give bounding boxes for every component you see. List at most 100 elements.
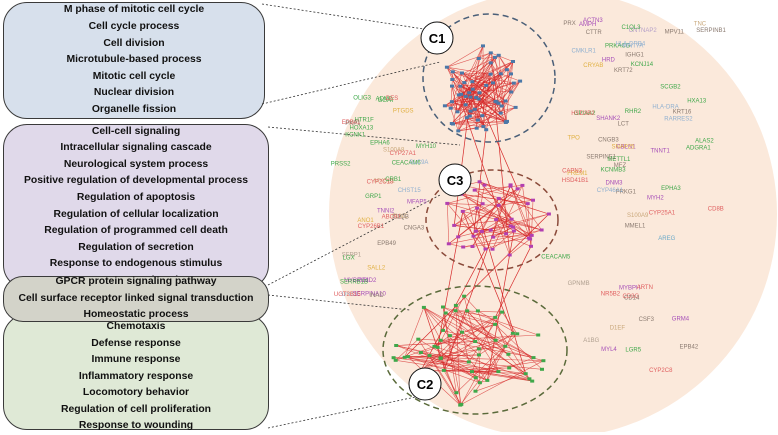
gene-label: MYH10	[416, 144, 437, 150]
gene-label: TNNT1	[651, 149, 671, 155]
c2-node	[436, 346, 440, 349]
c1-node	[445, 66, 449, 69]
c3-node	[529, 245, 533, 248]
gene-label: CHST15	[398, 188, 422, 194]
gene-label: CYP26B1	[358, 224, 385, 230]
c1-node	[518, 80, 522, 83]
c3-node	[547, 213, 551, 216]
c2-node	[467, 360, 471, 363]
c1-node	[468, 115, 472, 118]
c1-node	[509, 91, 513, 94]
gene-label: PKP1	[345, 121, 361, 127]
gene-label: MPV11	[665, 30, 685, 36]
gene-label: CYP27A1	[390, 151, 417, 157]
connector-c2-bottom	[268, 395, 425, 428]
c1-node	[499, 72, 503, 75]
c1-node	[450, 100, 454, 103]
gene-label: CEACAM5	[541, 254, 571, 260]
gene-label: GPNMB	[568, 281, 590, 287]
c1-node	[493, 56, 497, 59]
c1-node	[504, 120, 508, 123]
c3-node	[540, 229, 544, 232]
c3-node	[530, 234, 534, 237]
c1-node	[458, 85, 462, 88]
gene-label: ANO1	[357, 218, 374, 224]
c3-node	[528, 238, 532, 241]
c3-node	[473, 189, 477, 192]
c1-node	[464, 95, 468, 98]
gene-label: CAPN3	[562, 169, 583, 175]
gene-label: CSF3	[639, 317, 655, 323]
c1-node	[457, 93, 461, 96]
c2-node	[454, 304, 458, 307]
gene-label: HSD41B1	[562, 178, 589, 184]
c2-node	[406, 355, 410, 358]
gene-label: CD8B	[708, 207, 724, 213]
c1-node	[460, 72, 464, 75]
c2-node	[477, 347, 481, 350]
c3-node	[475, 207, 479, 210]
gene-label: CNGB3	[598, 138, 619, 144]
gene-label: ARTN	[637, 285, 653, 291]
c3-badge-label: C3	[447, 173, 464, 188]
gene-label: ADGRA1	[686, 146, 711, 152]
gene-label: HXA13	[687, 99, 707, 105]
c3-node	[483, 184, 487, 187]
gene-label: AREG	[658, 236, 675, 242]
c1-node	[451, 123, 455, 126]
gene-label: CD14	[624, 295, 640, 301]
c1-node	[451, 70, 455, 73]
c1-node	[456, 110, 460, 113]
gene-label: DNM3	[606, 180, 624, 186]
c1-node	[505, 68, 509, 71]
c3-node	[510, 218, 514, 221]
gene-label: CYP2C8	[649, 368, 673, 374]
gene-label: UGT2B15	[334, 292, 361, 298]
c1-node	[514, 106, 518, 109]
gene-label: SCGB2	[660, 85, 681, 91]
c3-node	[497, 204, 501, 207]
c1-node	[509, 72, 513, 75]
c2-node	[439, 357, 443, 360]
gene-label: C1QB	[393, 214, 409, 220]
c2-node	[444, 312, 448, 315]
gene-label: CNGA3	[404, 226, 425, 232]
c1-node	[449, 107, 453, 110]
c1-node	[450, 78, 454, 81]
gene-label: TNC	[694, 21, 707, 27]
c1-node	[484, 128, 488, 131]
c1-node	[480, 114, 484, 117]
gene-label: CMKLR1	[572, 48, 597, 54]
gene-label: C1QL3	[622, 25, 642, 31]
gene-label: SALL2	[367, 266, 386, 272]
c2-node	[442, 369, 446, 372]
c2-node	[428, 354, 432, 357]
c2-node	[494, 339, 498, 342]
c3-node	[445, 202, 449, 205]
c3-node	[497, 197, 501, 200]
c1-node	[476, 119, 480, 122]
c2-node	[524, 372, 528, 375]
c3-node	[509, 225, 513, 228]
gene-label: NR5B2	[601, 292, 621, 298]
c2-node	[493, 316, 497, 319]
gene-label: S100A9	[627, 213, 649, 219]
c3-node	[489, 229, 493, 232]
gene-label: CRB1	[385, 177, 402, 183]
c2-node	[439, 339, 443, 342]
c3-node	[456, 235, 460, 238]
gene-label: HRD	[602, 58, 616, 64]
c3-node	[478, 180, 482, 183]
c2-node	[470, 370, 474, 373]
c2-badge: C2	[409, 368, 441, 400]
c3-node	[491, 236, 495, 239]
gene-label: CRYAB	[583, 63, 603, 69]
gene-label: PRSS2	[331, 161, 351, 167]
c2-node	[474, 390, 478, 393]
c3-node	[520, 184, 524, 187]
c3-node	[526, 202, 530, 205]
c2-node	[476, 309, 480, 312]
c2-node	[474, 376, 478, 379]
c2-node	[536, 334, 540, 337]
c3-badge: C3	[439, 164, 471, 196]
